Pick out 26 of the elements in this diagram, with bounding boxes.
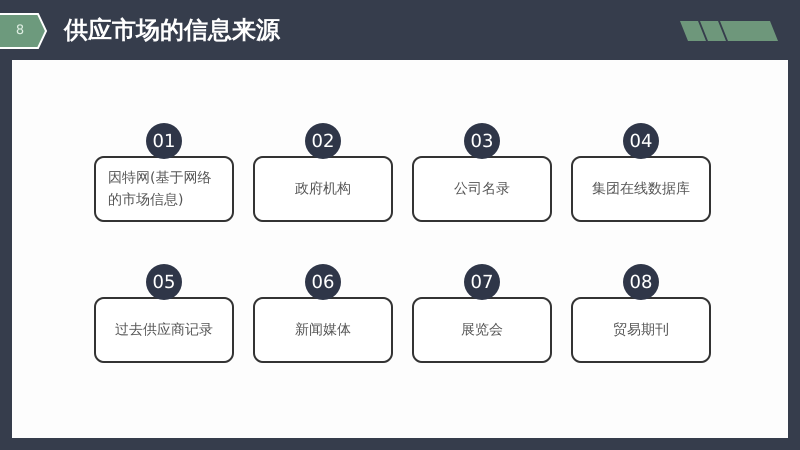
badge-number: 02 (312, 130, 334, 152)
badge-number: 01 (152, 130, 176, 152)
source-label: 政府机构 (295, 180, 351, 199)
source-label: 公司名录 (454, 180, 510, 199)
badge-number: 07 (470, 272, 494, 292)
source-box (412, 156, 552, 222)
badge-number: 04 (630, 130, 652, 152)
source-label: 因特网(基于网络的市场信息) (108, 169, 212, 210)
source-label: 新闻媒体 (295, 321, 351, 340)
badge-number: 03 (470, 130, 494, 152)
page-number-tab: 8 (0, 13, 48, 49)
source-box (253, 156, 393, 222)
source-label: 展览会 (461, 321, 503, 340)
source-box (94, 156, 234, 222)
badge-number: 08 (630, 272, 652, 292)
source-box (412, 297, 552, 363)
source-label: 集团在线数据库 (592, 180, 690, 199)
source-label: 贸易期刊 (613, 321, 669, 340)
badge-number: 05 (152, 272, 176, 292)
badge-number: 06 (312, 272, 334, 292)
source-box (253, 297, 393, 363)
source-box (571, 297, 711, 363)
source-box (94, 297, 234, 363)
slide-title: 供应市场的信息来源 (64, 15, 280, 46)
source-box (571, 156, 711, 222)
source-label: 过去供应商记录 (115, 321, 213, 340)
